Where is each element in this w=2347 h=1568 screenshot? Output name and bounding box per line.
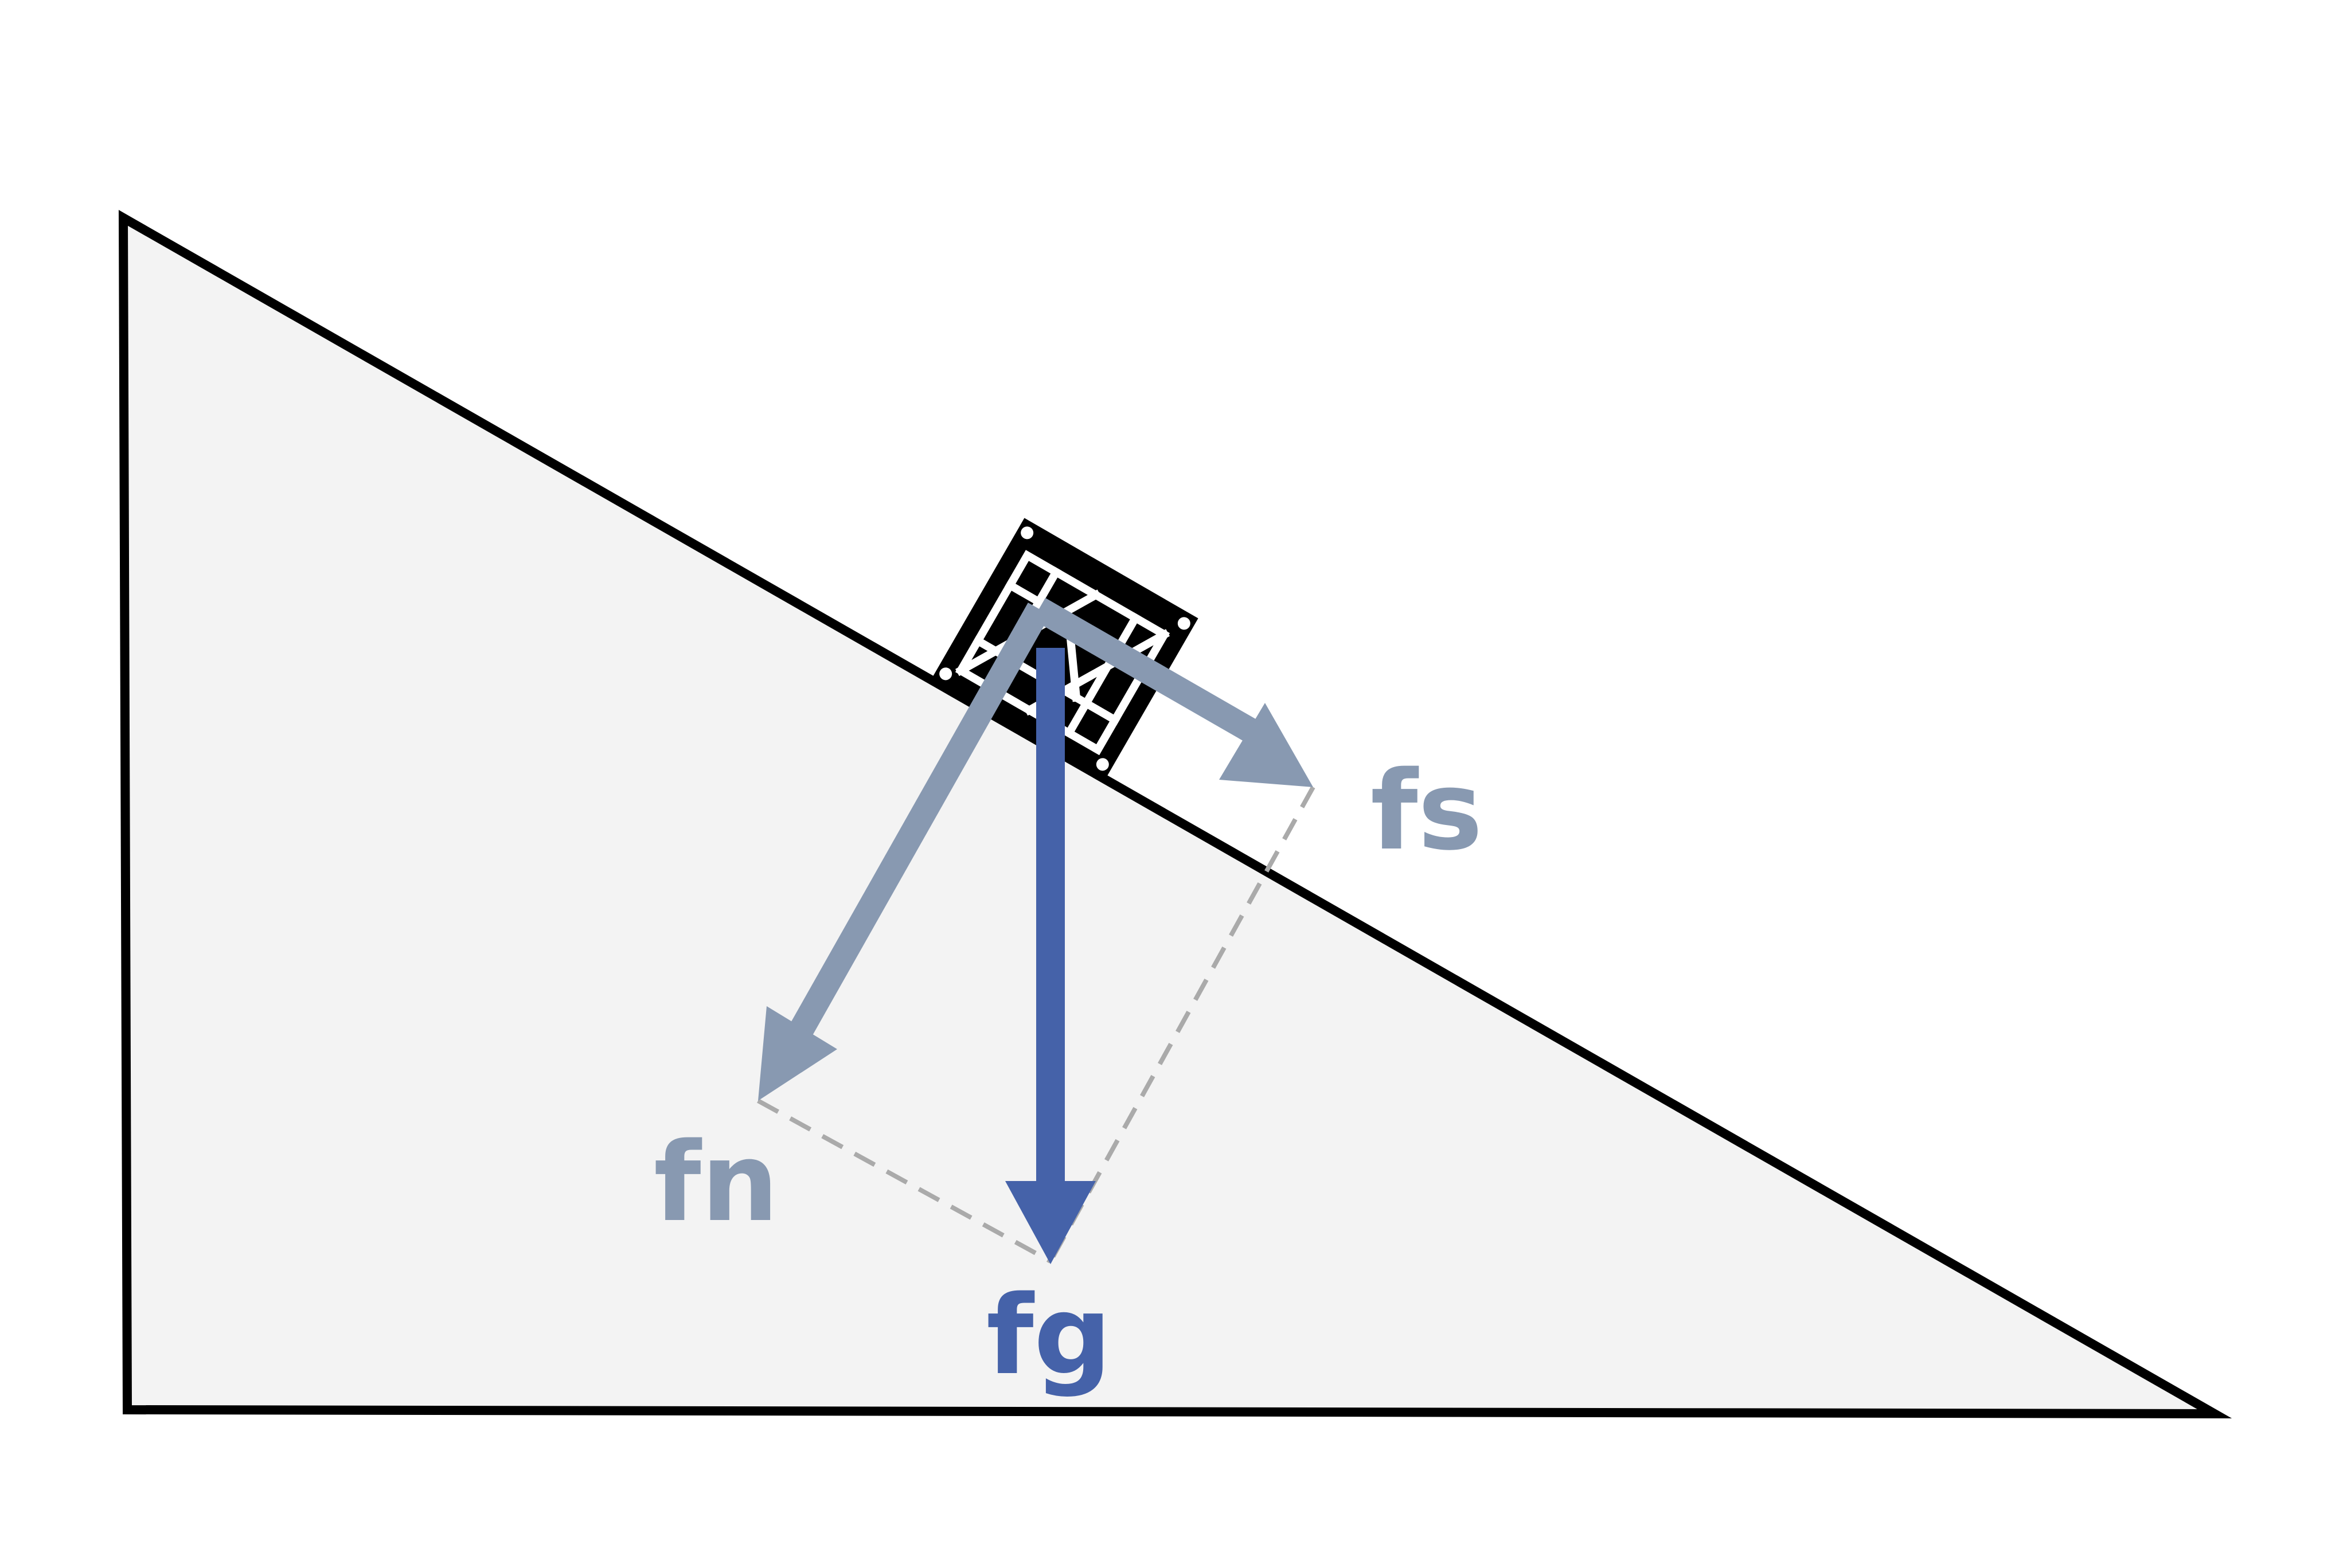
fg-label: fg xyxy=(986,1272,1112,1399)
fn-label: fn xyxy=(654,1119,779,1246)
construction-line-fn xyxy=(757,1098,1052,1264)
fg-arrow xyxy=(1005,648,1096,1264)
inclined-plane xyxy=(118,210,2232,1419)
fs-label: fs xyxy=(1370,748,1483,874)
fs-arrow xyxy=(1033,597,1313,787)
fn-arrow xyxy=(758,603,1051,1101)
